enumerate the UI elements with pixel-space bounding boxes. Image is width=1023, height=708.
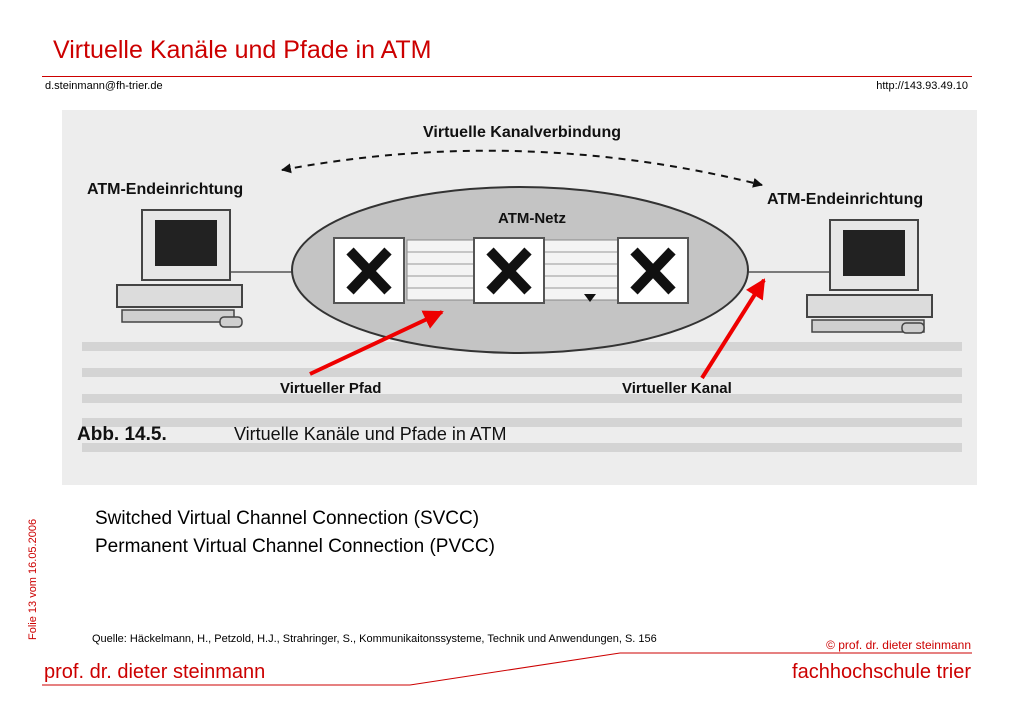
bullet-svcc: Switched Virtual Channel Connection (SVC… [95,508,480,529]
label-virtual-path: Virtueller Pfad [280,380,381,397]
source-citation: Quelle: Häckelmann, H., Petzold, H.J., S… [92,633,657,645]
label-left-device: ATM-Endeinrichtung [87,181,243,198]
switch-right [617,237,689,304]
vkv-dashed-arrow [281,149,763,188]
label-virtual-channel-connection: Virtuelle Kanalverbindung [423,124,621,141]
small-triangle-marker [584,294,596,302]
author-email: d.steinmann@fh-trier.de [45,80,163,92]
footer-rules [42,652,972,686]
footer-institution: fachhochschule trier [792,661,971,683]
atm-figure: Virtuelle Kanalverbindung ATM-Netz ATM-E… [62,110,977,485]
switch-middle [473,237,545,304]
header-rule [42,76,972,77]
bullet-list: Switched Virtual Channel Connection (SVC… [95,505,495,561]
virtual-channel-arrow [700,278,766,380]
virtual-path-arrow [309,310,444,376]
figure-caption-text: Virtuelle Kanäle und Pfade in ATM [234,424,507,444]
figure-caption-number: Abb. 14.5. [77,424,167,445]
slide-folio: Folie 13 vom 16.05.2006 [27,518,39,640]
label-atm-network: ATM-Netz [498,210,566,227]
label-virtual-channel: Virtueller Kanal [622,380,732,397]
copyright-notice: © prof. dr. dieter steinmann [826,638,971,652]
right-terminal-computer [806,219,933,334]
header-url: http://143.93.49.10 [876,80,968,92]
left-terminal-computer [116,209,243,328]
bullet-pvcc: Permanent Virtual Channel Connection (PV… [95,536,495,557]
label-right-device: ATM-Endeinrichtung [767,191,923,208]
switch-left [333,237,405,304]
page-title: Virtuelle Kanäle und Pfade in ATM [53,36,432,64]
footer-author: prof. dr. dieter steinmann [44,661,266,683]
